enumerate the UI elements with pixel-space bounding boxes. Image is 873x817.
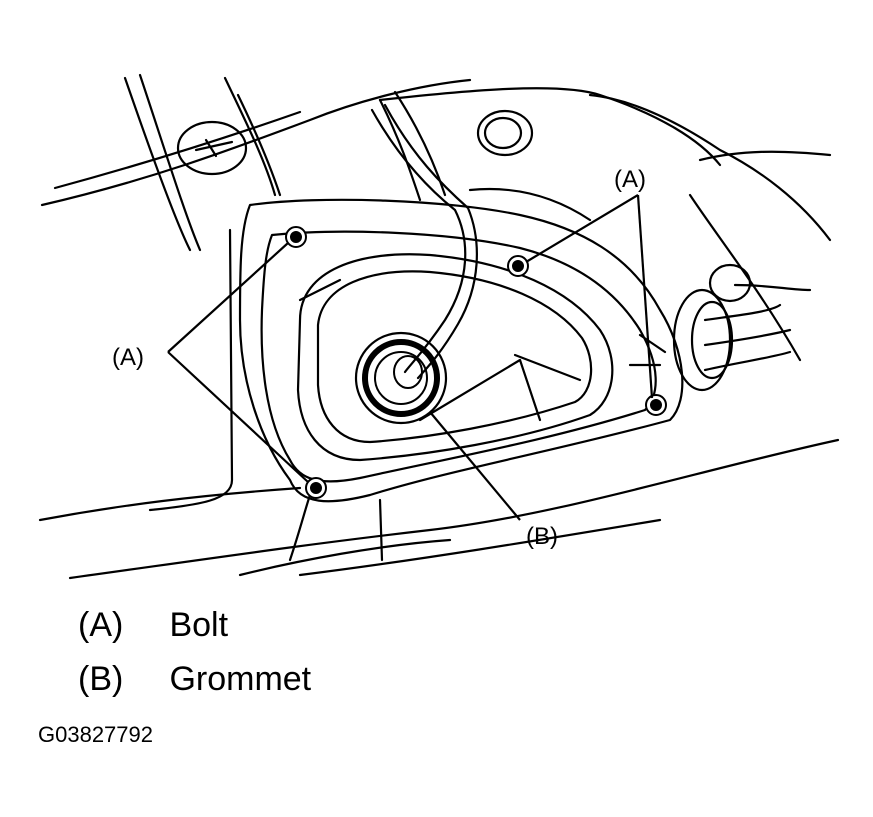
body-panel-line [378, 87, 722, 167]
harness-grommet [672, 288, 732, 392]
bolt-icon [285, 226, 307, 248]
body-panel-line [138, 73, 202, 252]
wire-clip [176, 120, 248, 176]
harness-grommet [708, 263, 752, 303]
legend-key: (B) [78, 660, 124, 698]
body-panel-line [38, 486, 302, 522]
body-panel-line [298, 518, 662, 577]
wire-clip-detail [194, 138, 234, 158]
legend-item-bolt: (A) Bolt [78, 608, 228, 642]
body-panel-line [238, 538, 452, 577]
wiper-cable [383, 103, 478, 380]
callout-a-top: (A) [614, 166, 646, 193]
callout-b: (B) [526, 523, 558, 550]
legend-label: Grommet [169, 660, 312, 698]
body-panel-line [378, 498, 384, 562]
callout-a-left: (A) [112, 344, 144, 371]
body-panel-line [288, 493, 312, 562]
recess-rib [513, 353, 582, 382]
bolt-icon [645, 394, 667, 416]
bolt-icon [507, 255, 529, 277]
recess-rib [418, 358, 542, 422]
component-illustration [38, 73, 840, 580]
body-panel-line [688, 193, 802, 362]
harness-wires [703, 303, 792, 372]
panel-hole [476, 109, 534, 157]
body-panel-line [148, 228, 234, 512]
body-panel-line [628, 333, 667, 367]
wiper-cable [370, 108, 467, 374]
legend-item-grommet: (B) Grommet [78, 662, 311, 696]
harness-wires [733, 283, 812, 292]
legend-label: Bolt [169, 606, 229, 644]
bolt-icon [305, 477, 327, 499]
body-panel-line [393, 90, 447, 197]
bolts [285, 226, 667, 499]
body-panel-line [223, 76, 277, 197]
body-panel-line [123, 76, 192, 252]
cover-plate [238, 198, 684, 503]
legend-key: (A) [78, 606, 124, 644]
figure-id: G03827792 [38, 722, 153, 747]
body-panel-line [588, 93, 832, 242]
grommet [354, 331, 448, 425]
body-panel-line [378, 98, 422, 202]
recess-rib [298, 278, 342, 302]
motor-recess-inner [316, 270, 593, 444]
motor-recess [296, 253, 614, 462]
body-panel-line [40, 78, 472, 207]
panel-hole-inner [483, 116, 523, 150]
body-panel-line [68, 438, 840, 580]
body-panel-line [236, 93, 282, 197]
body-panel-line [468, 187, 592, 222]
body-panel-line [698, 150, 832, 162]
cover-plate-flange [260, 230, 657, 483]
leader-lines [167, 194, 654, 521]
